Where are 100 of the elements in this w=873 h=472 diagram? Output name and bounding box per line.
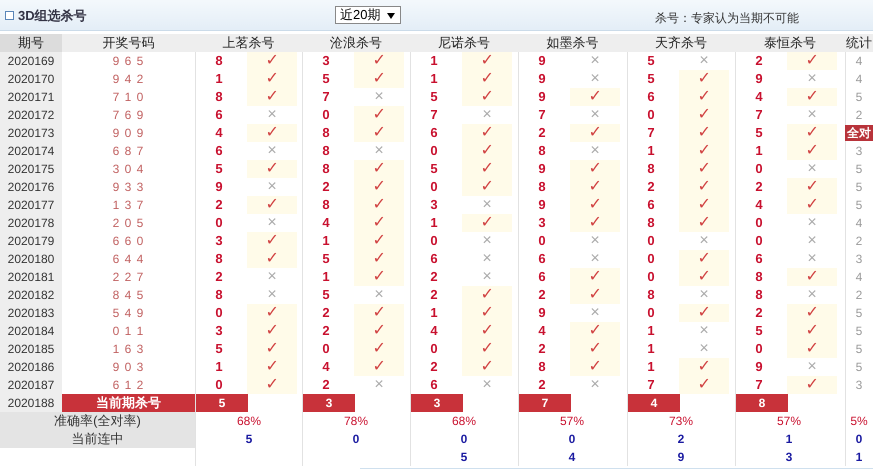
kill-number: 2 xyxy=(537,124,547,142)
kill-number: 0 xyxy=(537,232,547,250)
period-cell: 2020169 xyxy=(0,52,62,70)
kill-number: 0 xyxy=(754,160,764,178)
check-mark: ✓ xyxy=(247,358,297,376)
period-cell: 2020174 xyxy=(0,142,62,160)
streak-count: 0 xyxy=(460,431,468,448)
cross-mark: × xyxy=(698,52,710,70)
kill-number: 5 xyxy=(754,322,764,340)
period-cell: 2020183 xyxy=(0,304,62,322)
check-mark: ✓ xyxy=(247,124,297,142)
streak-count: 4 xyxy=(568,449,576,466)
kill-number: 5 xyxy=(646,70,656,88)
kill-number: 0 xyxy=(754,214,764,232)
current-kill-number: 3 xyxy=(303,394,355,412)
check-mark: ✓ xyxy=(570,268,620,286)
kill-number: 2 xyxy=(321,376,331,394)
check-mark: ✓ xyxy=(354,70,404,88)
kill-number: 3 xyxy=(321,52,331,70)
check-mark: ✓ xyxy=(247,160,297,178)
kill-number: 0 xyxy=(321,340,331,358)
kill-number: 5 xyxy=(429,88,439,106)
hit-count: 5 xyxy=(854,89,864,106)
streak-count: 2 xyxy=(676,431,686,448)
kill-number: 1 xyxy=(214,358,224,376)
check-mark: ✓ xyxy=(679,376,729,394)
kill-number: 2 xyxy=(537,340,547,358)
check-mark: ✓ xyxy=(570,340,620,358)
check-mark: ✓ xyxy=(462,178,512,196)
kill-number: 9 xyxy=(214,178,224,196)
kill-number: 5 xyxy=(646,52,656,70)
kill-number: 2 xyxy=(754,178,764,196)
cross-mark: × xyxy=(806,160,818,178)
cross-mark: × xyxy=(806,286,818,304)
draw-number: 9 0 3 xyxy=(112,359,146,376)
draw-number: 7 6 9 xyxy=(112,107,146,124)
kill-number: 7 xyxy=(754,106,764,124)
kill-number: 4 xyxy=(754,196,764,214)
hit-count: 4 xyxy=(854,215,864,232)
kill-number: 9 xyxy=(537,304,547,322)
period-cell: 2020171 xyxy=(0,88,62,106)
cross-mark: × xyxy=(806,70,818,88)
kill-number: 2 xyxy=(429,286,439,304)
column-header: 如墨杀号 xyxy=(546,34,600,52)
column-header: 统计 xyxy=(845,34,873,52)
check-mark: ✓ xyxy=(679,106,729,124)
draw-number: 6 1 2 xyxy=(112,377,146,394)
period-cell: 2020182 xyxy=(0,286,62,304)
kill-number: 1 xyxy=(646,358,656,376)
kill-number: 5 xyxy=(321,250,331,268)
check-mark: ✓ xyxy=(354,124,404,142)
check-mark: ✓ xyxy=(679,70,729,88)
cross-mark: × xyxy=(806,358,818,376)
column-header: 期号 xyxy=(0,34,62,52)
hit-count: 5 xyxy=(854,179,864,196)
kill-number: 9 xyxy=(537,70,547,88)
check-mark: ✓ xyxy=(679,358,729,376)
kill-number: 9 xyxy=(537,88,547,106)
draw-number: 6 8 7 xyxy=(112,143,146,160)
check-mark: ✓ xyxy=(787,196,837,214)
check-mark: ✓ xyxy=(570,214,620,232)
streak-count: 1 xyxy=(854,449,864,466)
check-mark: ✓ xyxy=(247,322,297,340)
check-mark: ✓ xyxy=(354,106,404,124)
column-header: 天齐杀号 xyxy=(654,34,708,52)
hit-count: 4 xyxy=(854,53,864,70)
check-mark: ✓ xyxy=(570,358,620,376)
hit-count: 2 xyxy=(854,107,864,124)
kill-number: 1 xyxy=(321,268,331,286)
kill-number: 6 xyxy=(537,268,547,286)
check-mark: ✓ xyxy=(354,322,404,340)
kill-number: 5 xyxy=(321,70,331,88)
kill-number: 1 xyxy=(429,214,439,232)
kill-number: 1 xyxy=(321,232,331,250)
kill-number: 1 xyxy=(646,322,656,340)
accuracy-rate: 73% xyxy=(668,413,694,430)
check-mark: ✓ xyxy=(679,304,729,322)
check-mark: ✓ xyxy=(354,340,404,358)
kill-number: 8 xyxy=(321,160,331,178)
check-mark: ✓ xyxy=(679,124,729,142)
kill-number: 3 xyxy=(429,196,439,214)
kill-number: 5 xyxy=(429,160,439,178)
kill-number: 9 xyxy=(754,70,764,88)
kill-number: 2 xyxy=(537,376,547,394)
draw-number: 9 4 2 xyxy=(112,71,146,88)
check-mark: ✓ xyxy=(354,160,404,178)
kill-number: 2 xyxy=(646,178,656,196)
check-mark: ✓ xyxy=(462,124,512,142)
column-header: 开奖号码 xyxy=(102,34,156,52)
draw-number: 1 3 7 xyxy=(112,197,146,214)
cross-mark: × xyxy=(589,70,601,88)
kill-number: 0 xyxy=(429,178,439,196)
kill-number: 5 xyxy=(214,340,224,358)
kill-number: 8 xyxy=(646,160,656,178)
kill-number: 6 xyxy=(646,88,656,106)
cross-mark: × xyxy=(589,142,601,160)
streak-count: 1 xyxy=(784,431,794,448)
kill-number: 8 xyxy=(646,286,656,304)
streak-count: 5 xyxy=(460,449,468,466)
check-mark: ✓ xyxy=(354,250,404,268)
